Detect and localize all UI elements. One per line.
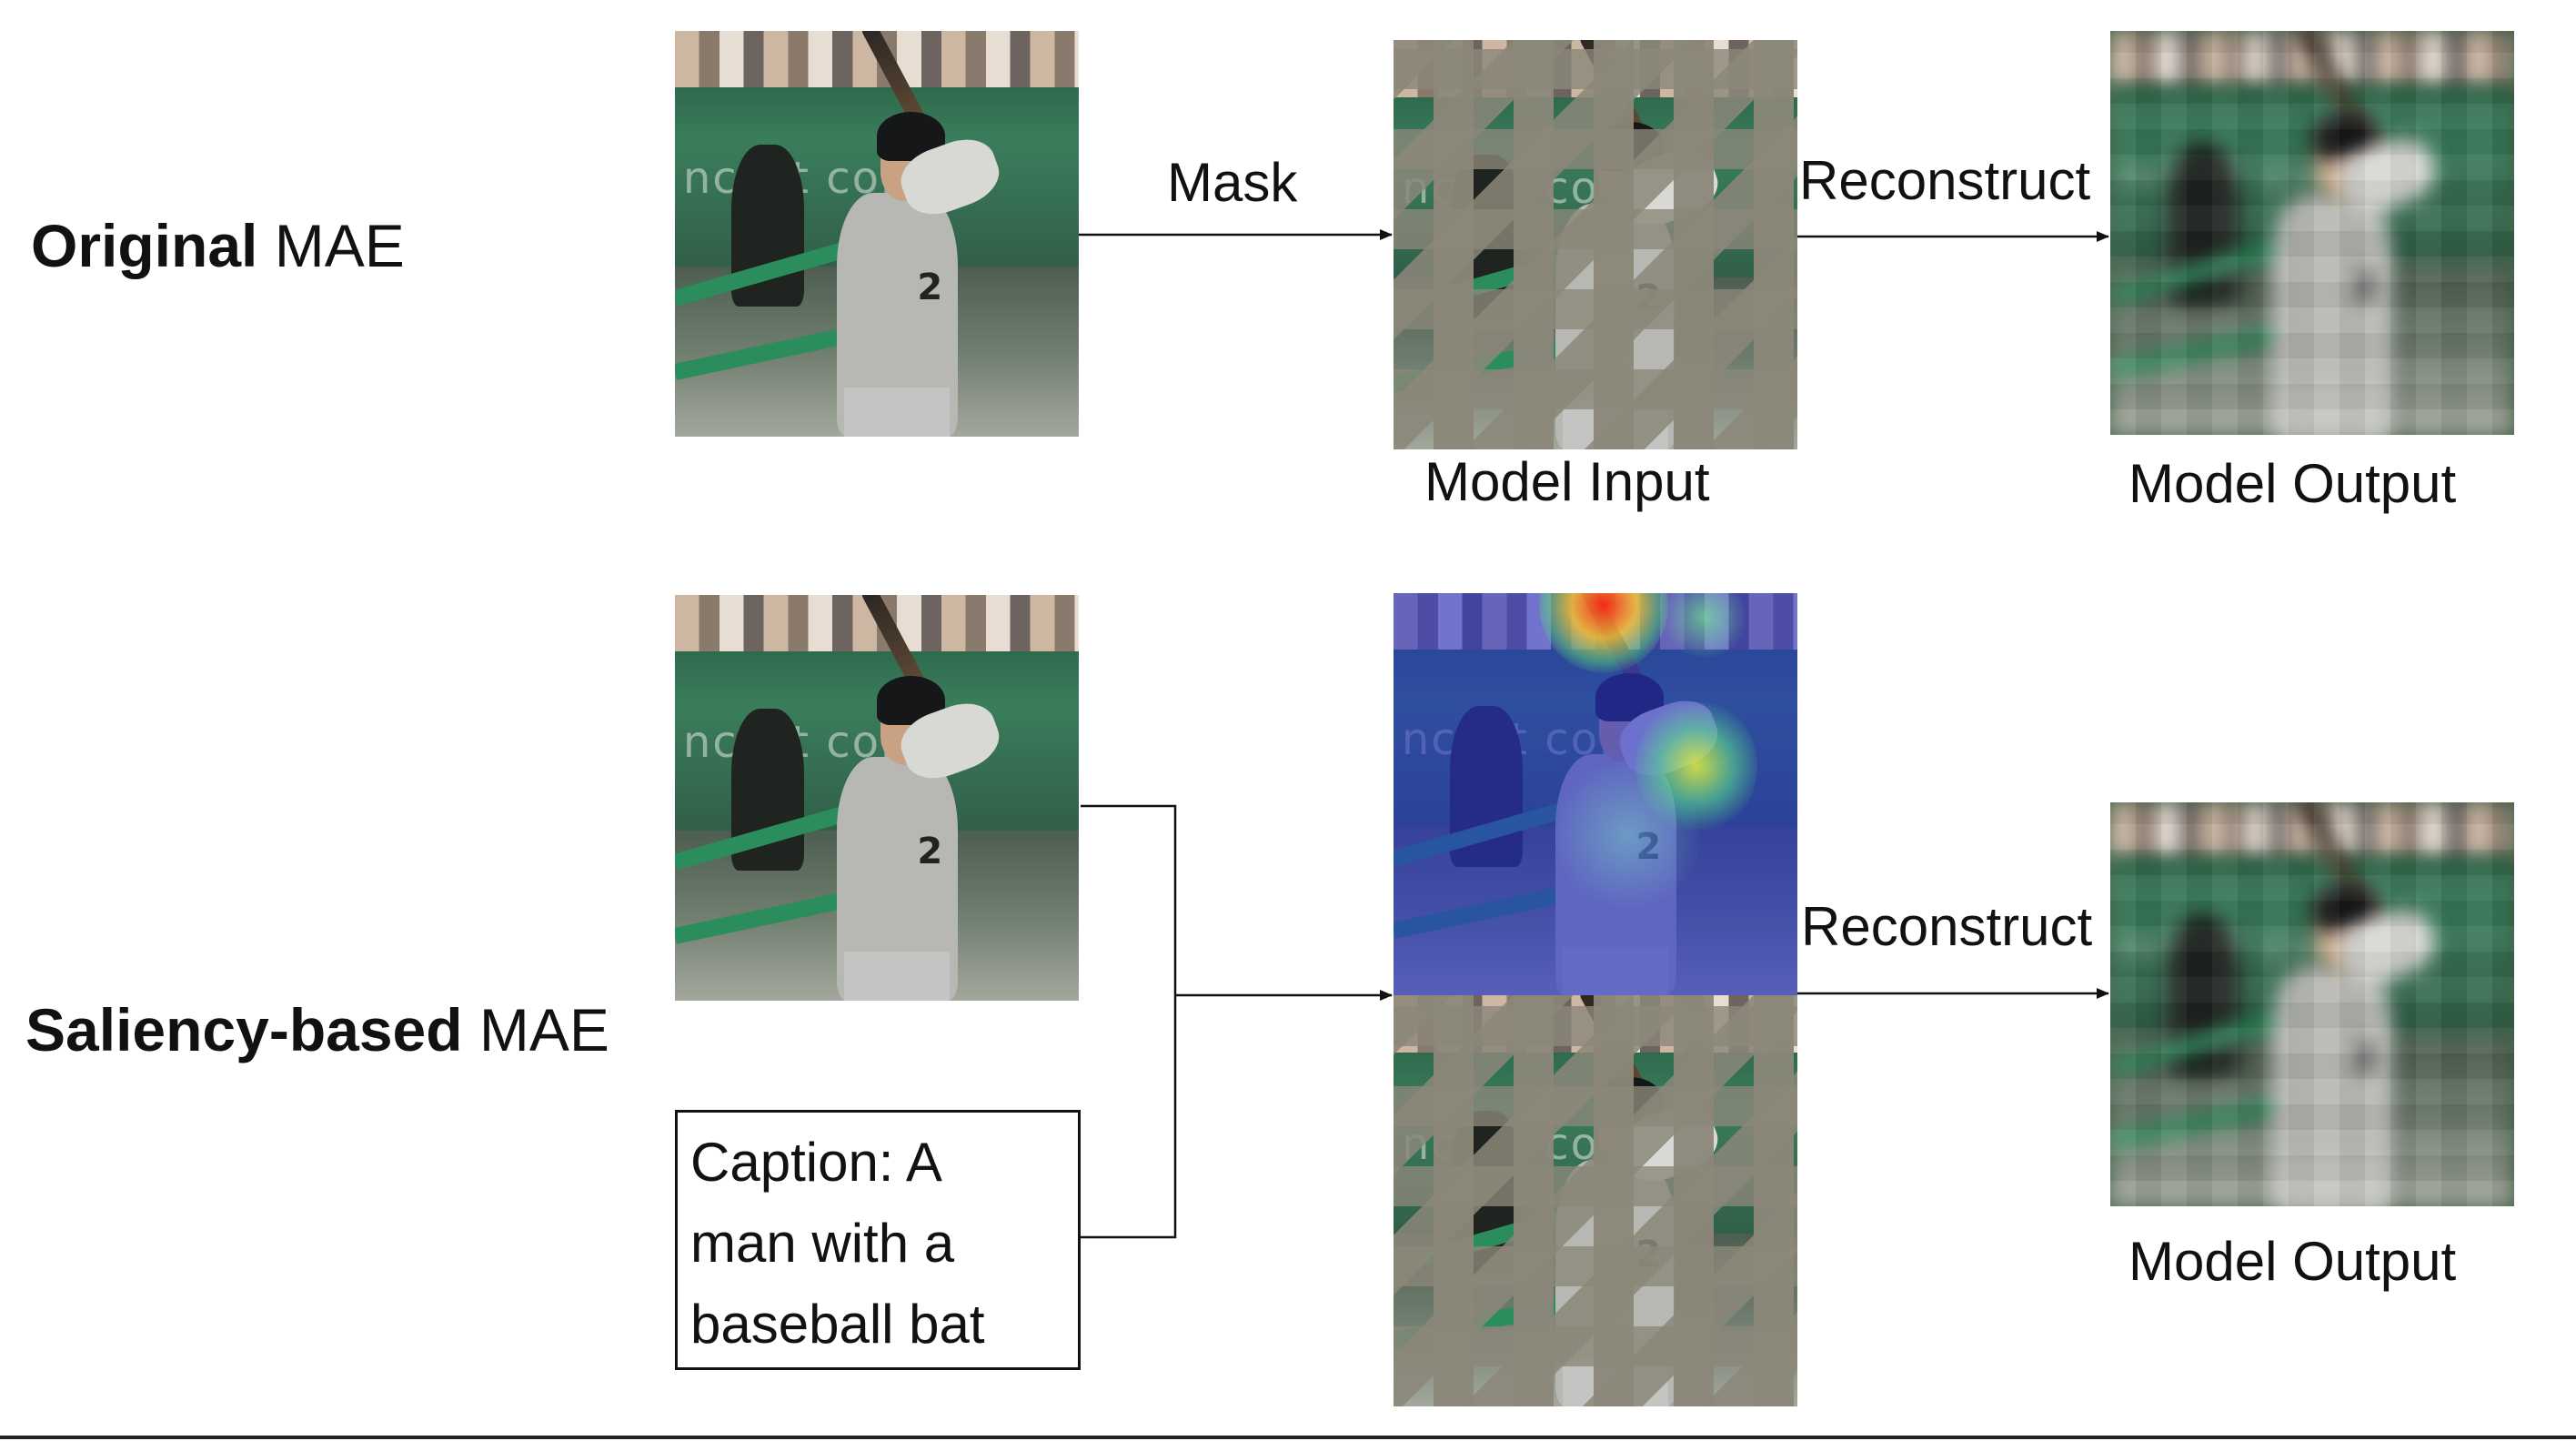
jersey-number: 2: [2352, 1037, 2378, 1079]
model-output-caption-top: Model Output: [2128, 453, 2457, 514]
row-label-saliency-mae: Saliency-based MAE: [25, 995, 609, 1064]
jersey-number: 2: [917, 830, 943, 872]
reconstructed-output-bottom: ncast comca 2: [2110, 802, 2514, 1206]
reconstruct-arrow-label-top: Reconstruct: [1799, 150, 2091, 211]
reconstructed-output-top: ncast comca 2: [2110, 31, 2514, 435]
saliency-heatmap: ncast comca 2: [1394, 593, 1797, 995]
row-label-bold: Saliency-based: [25, 996, 463, 1063]
original-image-bottom: ncast comca 2: [675, 595, 1079, 1001]
masked-model-input-top: ncast comca 2: [1394, 40, 1797, 449]
bottom-divider: [0, 1436, 2576, 1439]
row-label-bold: Original: [31, 212, 258, 279]
row-label-original-mae: Original MAE: [31, 211, 405, 280]
mask-arrow-label: Mask: [1167, 152, 1298, 213]
jersey-number: 2: [2352, 266, 2378, 307]
caption-text-box: Caption: A man with a baseball bat: [675, 1110, 1081, 1370]
caption-line-2: man with a: [690, 1213, 955, 1274]
masked-model-input-bottom: ncast comca 2: [1394, 995, 1797, 1406]
reconstruct-arrow-label-bottom: Reconstruct: [1801, 896, 2093, 957]
jersey-number: 2: [917, 266, 943, 308]
caption-line-3: baseball bat: [690, 1294, 985, 1355]
row-label-rest: MAE: [462, 996, 609, 1063]
row-label-rest: MAE: [257, 212, 405, 279]
original-image-top: ncast comca 2: [675, 31, 1079, 437]
model-input-caption: Model Input: [1424, 451, 1710, 512]
caption-line-1: Caption: A: [690, 1132, 942, 1193]
bracket-from-image: [1081, 804, 1177, 1239]
model-output-caption-bottom: Model Output: [2128, 1231, 2457, 1292]
